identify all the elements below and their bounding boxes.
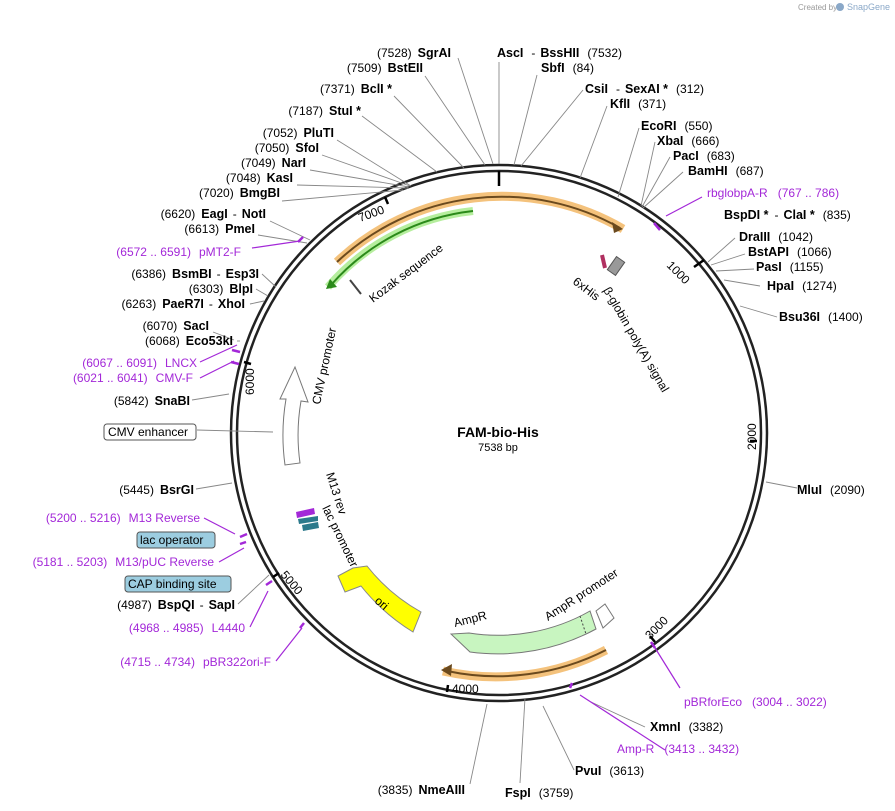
enzyme-pmei[interactable]: (6613)PmeI	[184, 222, 255, 236]
enzyme-nari[interactable]: (7049)NarI	[241, 156, 306, 170]
ruler-6000: 6000	[243, 368, 257, 395]
enzyme-sgrai[interactable]: (7528)SgrAI	[377, 46, 451, 60]
enzyme-xbai[interactable]: XbaI(666)	[657, 134, 719, 148]
cap-binding-site-box[interactable]: CAP binding site	[124, 575, 232, 593]
enzyme-mlui[interactable]: MluI(2090)	[797, 483, 865, 497]
enzyme-pvui[interactable]: PvuI(3613)	[575, 764, 644, 778]
enzyme-paci[interactable]: PacI(683)	[673, 149, 735, 163]
enzyme-bstapi[interactable]: BstAPI(1066)	[748, 245, 832, 259]
ori-arrow	[337, 565, 422, 633]
enzyme-stui[interactable]: (7187)StuI *	[288, 104, 361, 118]
primer-pbrforeco[interactable]: pBRforEco(3004 .. 3022)	[684, 695, 827, 709]
primer-leader-lines	[199, 196, 703, 751]
cmv-promoter-label: CMV promoter	[309, 326, 339, 405]
enzyme-bamhi[interactable]: BamHI(687)	[688, 164, 764, 178]
ruler-7000: 7000	[356, 202, 386, 224]
ampr-label: AmpR	[452, 608, 488, 630]
cmv-promoter-arrow	[279, 365, 309, 466]
enzyme-bsrgi[interactable]: (5445)BsrGI	[119, 483, 194, 497]
enzyme-blpi[interactable]: (6303)BlpI	[189, 282, 253, 296]
ruler-1000: 1000	[664, 258, 693, 287]
enzyme-leader-lines	[191, 57, 798, 785]
primer-pmt2-f[interactable]: (6572 .. 6591)pMT2-F	[116, 245, 241, 259]
plasmid-name: FAM-bio-His	[457, 424, 539, 440]
primer-cmv-f[interactable]: (6021 .. 6041)CMV-F	[73, 371, 193, 385]
bottom-orf-highlight	[442, 646, 609, 682]
enzyme-eco53ki[interactable]: (6068)Eco53kI	[145, 334, 233, 348]
primer-m13-puc-reverse[interactable]: (5181 .. 5203)M13/pUC Reverse	[33, 555, 215, 569]
primer-sites	[230, 222, 661, 689]
primer-l4440[interactable]: (4968 .. 4985)L4440	[129, 621, 245, 635]
kozak-label: Kozak sequence	[366, 241, 446, 306]
top-orf-arrowhead	[612, 222, 623, 233]
enzyme-saci[interactable]: (6070)SacI	[143, 319, 209, 333]
ruler	[243, 171, 757, 693]
right-enzyme-labels: AscI-BssHII(7532) SbfI(84) CsiI-SexAI *(…	[497, 46, 865, 800]
lac-operator-box[interactable]: lac operator	[136, 531, 216, 549]
enzyme-sfoi[interactable]: (7050)SfoI	[255, 141, 319, 155]
primer-amp-r[interactable]: Amp-R(3413 .. 3432)	[617, 742, 739, 756]
credit-label: Created by	[798, 3, 837, 12]
lac-region-markers	[296, 508, 319, 531]
brand-label[interactable]: SnapGene	[847, 2, 890, 12]
enzyme-bsmbi-esp3i[interactable]: (6386)BsmBI-Esp3I	[131, 267, 259, 281]
enzyme-bsu36i[interactable]: Bsu36I(1400)	[779, 310, 863, 324]
enzyme-pasi[interactable]: PasI(1155)	[756, 260, 824, 274]
enzyme-paer7i-xhoi[interactable]: (6263)PaeR7I-XhoI	[122, 297, 245, 311]
beta-globin-marker	[606, 255, 626, 277]
ruler-5000: 5000	[278, 568, 306, 598]
enzyme-bmgbi[interactable]: (7020)BmgBI	[199, 186, 280, 200]
beta-globin-label: β-globin poly(A) signal	[600, 285, 672, 395]
enzyme-kfli[interactable]: KflI(371)	[610, 97, 666, 111]
enzyme-fspi[interactable]: FspI(3759)	[505, 786, 573, 800]
enzyme-draiii[interactable]: DraIII(1042)	[739, 230, 813, 244]
kozak-marker	[349, 279, 362, 295]
ruler-2000: 2000	[745, 423, 759, 450]
kozak-arrow	[330, 210, 474, 286]
ruler-4000: 4000	[452, 682, 479, 696]
enzyme-kasi[interactable]: (7048)KasI	[226, 171, 293, 185]
left-enzyme-labels: (7528)SgrAI (7509)BstEII (7371)BclI * (7…	[114, 46, 465, 797]
sixhis-label: 6xHis	[570, 274, 602, 303]
primer-labels: rbglobpA-R(767 .. 786) (6572 .. 6591)pMT…	[33, 186, 840, 756]
snapgene-logo-icon	[836, 3, 844, 11]
enzyme-ecori[interactable]: EcoRI(550)	[641, 119, 712, 133]
primer-pbr322ori-f[interactable]: (4715 .. 4734)pBR322ori-F	[120, 655, 271, 669]
primer-lncx[interactable]: (6067 .. 6091)LNCX	[82, 356, 197, 370]
plasmid-length: 7538 bp	[478, 442, 518, 454]
enzyme-asci-bsshii[interactable]: AscI-BssHII(7532)	[497, 46, 622, 60]
top-orf-arrow	[336, 195, 621, 263]
enzyme-bspdi-clai[interactable]: BspDI *-ClaI *(835)	[724, 208, 851, 222]
enzyme-bspqi-sapi[interactable]: (4987)BspQI-SapI	[117, 598, 235, 612]
enzyme-snabi[interactable]: (5842)SnaBI	[114, 394, 190, 408]
svg-text:lac operator: lac operator	[140, 533, 203, 547]
bottom-orf-arrowhead	[441, 664, 452, 676]
enzyme-bsteii[interactable]: (7509)BstEII	[347, 61, 423, 75]
enzyme-csii-sexai[interactable]: CsiI-SexAI *(312)	[585, 82, 704, 96]
enzyme-nmeaiii[interactable]: (3835)NmeAIII	[378, 783, 465, 797]
ampr-arrow	[449, 610, 597, 655]
ruler-3000: 3000	[642, 613, 671, 642]
cmv-enhancer-box[interactable]: CMV enhancer	[103, 423, 197, 441]
ampr-promoter-arrow	[595, 603, 615, 629]
ampr-promoter-dotted	[579, 615, 587, 635]
enzyme-xmni[interactable]: XmnI(3382)	[650, 720, 723, 734]
svg-text:CAP binding site: CAP binding site	[128, 577, 217, 591]
bottom-orf-arrow	[446, 649, 607, 678]
enzyme-sbfi[interactable]: SbfI(84)	[541, 61, 594, 75]
primer-m13-reverse[interactable]: (5200 .. 5216)M13 Reverse	[46, 511, 200, 525]
sixhis-marker	[600, 254, 607, 269]
enzyme-pluti[interactable]: (7052)PluTI	[263, 126, 334, 140]
enzyme-bcli[interactable]: (7371)BclI *	[320, 82, 392, 96]
primer-rbglobpa-r[interactable]: rbglobpA-R(767 .. 786)	[707, 186, 839, 200]
enzyme-eagi-noti[interactable]: (6620)EagI-NotI	[161, 207, 266, 221]
svg-text:CMV enhancer: CMV enhancer	[108, 425, 188, 439]
kozak-arrowhead	[326, 279, 337, 289]
enzyme-hpai[interactable]: HpaI(1274)	[767, 279, 837, 293]
